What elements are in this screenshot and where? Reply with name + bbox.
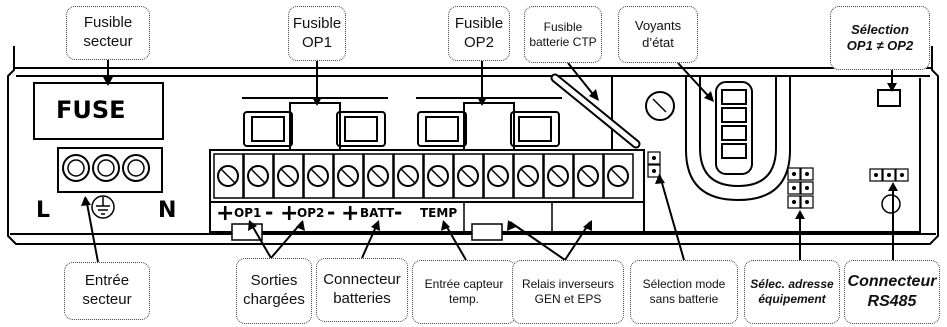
label-connecteur-rs485: Connecteur RS485: [844, 260, 940, 324]
strip-op2-plus: +: [280, 201, 299, 226]
fuse-block: [33, 82, 164, 140]
label-relais: Relais inverseurs GEN et EPS: [512, 260, 624, 324]
strip-op2-minus: -: [327, 200, 336, 224]
op-selection-jumper: [877, 89, 901, 107]
board-clips: [231, 223, 503, 241]
fuse-holder-op1: [242, 97, 388, 154]
label-voyants: Voyants d’état: [618, 6, 698, 63]
strip-batt-minus: -: [394, 200, 403, 224]
earth-icon: [91, 195, 115, 219]
fuse-text: FUSE: [56, 96, 126, 124]
strip-op2-label: OP2: [297, 206, 325, 220]
strip-op1-minus: -: [265, 200, 274, 224]
label-selec-adresse: Sélec. adresse équipement: [744, 260, 840, 324]
label-connecteur-batteries: Connecteur batteries: [316, 258, 408, 322]
label-sorties-chargees: Sorties chargées: [236, 258, 312, 324]
label-entree-capteur: Entrée capteur temp.: [412, 260, 516, 324]
terminal-n-label: N: [158, 198, 177, 223]
round-component: [645, 91, 675, 121]
no-battery-jumper: [647, 151, 661, 178]
strip-batt-label: BATT: [360, 206, 395, 220]
label-fusible-op1: Fusible OP1: [288, 6, 346, 61]
label-fusible-secteur: Fusible secteur: [66, 6, 150, 60]
label-fusible-batterie: Fusible batterie CTP: [524, 6, 602, 63]
terminal-l-label: L: [36, 198, 51, 223]
battery-ptc-fuse: [550, 73, 641, 149]
strip-op1-plus: +: [216, 201, 235, 226]
rs485-connector: [869, 168, 909, 182]
label-fusible-op2: Fusible OP2: [448, 6, 510, 61]
status-leds: [685, 76, 791, 202]
strip-batt-plus: +: [341, 201, 360, 226]
mounting-hole: [881, 194, 901, 214]
label-selection-mode: Sélection mode sans batterie: [630, 260, 738, 324]
terminal-strip: [209, 149, 645, 233]
address-jumpers: [787, 167, 814, 209]
board-outline: [7, 46, 939, 245]
strip-temp-label: TEMP: [420, 206, 458, 220]
mains-terminal-block: [57, 147, 163, 193]
label-entree-secteur: Entrée secteur: [64, 262, 150, 320]
fuse-holder-op2: [416, 97, 562, 154]
arrow-heads: [81, 77, 898, 231]
label-selection-op: Sélection OP1 ≠ OP2: [830, 6, 930, 70]
leader-lines: [85, 60, 894, 263]
strip-op1-label: OP1: [234, 206, 262, 220]
